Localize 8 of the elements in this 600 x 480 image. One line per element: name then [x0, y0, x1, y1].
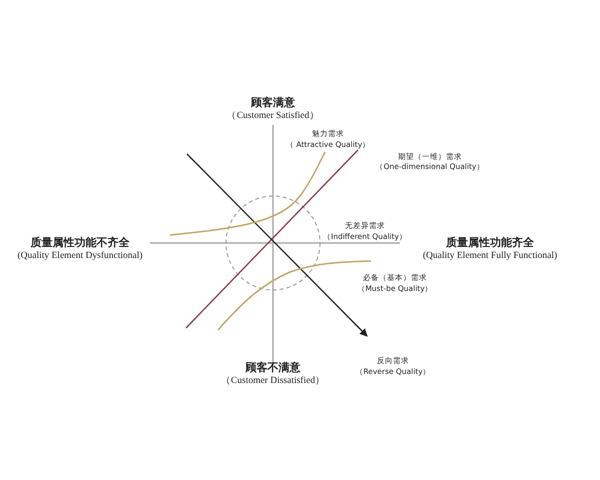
axis-label: （Customer Satisfied）	[226, 112, 320, 122]
axis-label: 顾客不满意	[246, 363, 300, 374]
axis-label: 质量属性功能不齐全	[30, 238, 130, 249]
axis-label: 顾客满意	[251, 98, 295, 109]
axis-label: 质量属性功能齐全	[446, 238, 534, 249]
axis-label: (Quality Element Fully Functional)	[422, 252, 558, 262]
axis-label: (Quality Element Dysfunctional)	[17, 252, 143, 262]
axis-label: （Customer Dissatisfied）	[220, 377, 326, 386]
